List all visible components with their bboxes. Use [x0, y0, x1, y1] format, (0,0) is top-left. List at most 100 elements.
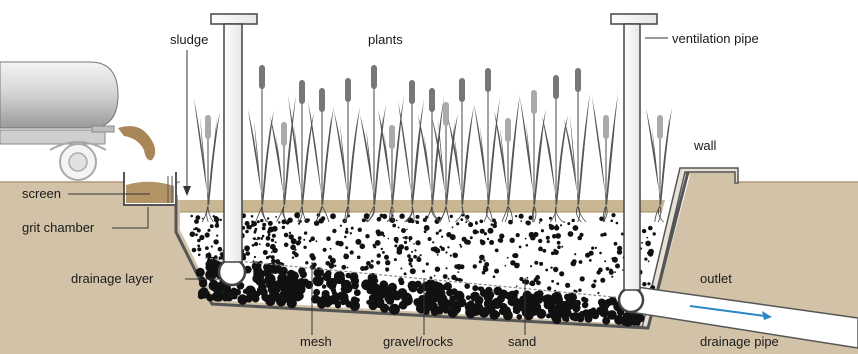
gravel-rock: [624, 313, 635, 324]
sand-grain: [380, 231, 384, 235]
cattail-plant: [564, 68, 590, 222]
gravel-rock: [341, 289, 346, 294]
sand-grain: [527, 277, 529, 279]
sand-grain: [318, 218, 323, 223]
sand-grain: [518, 263, 520, 265]
sand-grain: [407, 254, 411, 258]
drainage-pipe-right-end: [619, 288, 643, 312]
sand-grain: [252, 244, 255, 247]
gravel-rock: [510, 301, 515, 306]
sand-grain: [470, 236, 473, 239]
sand-grain: [404, 272, 407, 275]
gravel-rock: [417, 287, 424, 294]
gravel-rock: [252, 274, 261, 283]
gravel-rock: [399, 280, 405, 286]
sand-grain: [360, 244, 364, 248]
sand-grain: [489, 240, 494, 245]
sand-grain: [453, 253, 458, 258]
gravel-rock: [576, 313, 581, 318]
sand-grain: [606, 267, 610, 271]
sand-grain: [545, 269, 548, 272]
gravel-rock: [336, 276, 341, 281]
sand-grain: [364, 269, 366, 271]
sand-grain: [579, 233, 583, 237]
gravel-rock: [322, 272, 331, 281]
gravel-rock: [351, 277, 359, 285]
sand-grain: [510, 238, 515, 243]
sand-grain: [538, 247, 543, 252]
gravel-rock: [313, 275, 324, 286]
sand-grain: [578, 289, 581, 292]
sand-grain: [414, 249, 416, 251]
sand-grain: [192, 248, 197, 253]
sand-grain: [648, 226, 653, 231]
gravel-rock: [389, 304, 400, 315]
gravel-rock: [245, 297, 250, 302]
label-sludge: sludge: [170, 32, 208, 47]
label-grit-chamber: grit chamber: [22, 220, 95, 235]
sand-grain: [533, 232, 538, 237]
sand-grain: [498, 238, 502, 242]
sand-grain: [648, 260, 650, 262]
sand-grain: [330, 213, 336, 219]
sand-grain: [344, 236, 347, 239]
sand-grain: [338, 241, 344, 247]
gravel-rock: [450, 303, 461, 314]
sand-grain: [432, 241, 434, 243]
sand-grain: [388, 238, 390, 240]
sand-grain: [430, 276, 433, 279]
sand-grain: [460, 218, 463, 221]
gravel-rock: [322, 284, 326, 288]
gravel-rock: [491, 300, 498, 307]
gravel-rock: [316, 297, 322, 303]
sand-grain: [311, 255, 316, 260]
gravel-rock: [552, 315, 561, 324]
sand-grain: [371, 260, 374, 263]
sand-grain: [539, 218, 542, 221]
sand-grain: [424, 225, 430, 231]
gravel-rock: [614, 315, 624, 325]
sand-grain: [563, 221, 565, 223]
sand-grain: [580, 276, 585, 281]
sand-grain: [262, 223, 266, 227]
label-sand: sand: [508, 334, 536, 349]
sand-grain: [394, 237, 399, 242]
sand-grain: [268, 233, 271, 236]
sand-grain: [323, 248, 327, 252]
sand-grain: [574, 253, 576, 255]
sand-grain: [549, 217, 552, 220]
sand-grain: [615, 264, 620, 269]
gravel-rock: [552, 293, 556, 297]
sand-grain: [208, 252, 210, 254]
sand-grain: [516, 233, 520, 237]
sand-grain: [653, 232, 656, 235]
sand-grain: [599, 217, 604, 222]
sand-grain: [553, 250, 558, 255]
label-gravel-rocks: gravel/rocks: [383, 334, 454, 349]
gravel-rock: [232, 294, 238, 300]
sand-grain: [494, 221, 497, 224]
sand-grain: [365, 234, 369, 238]
sand-grain: [211, 245, 213, 247]
sand-grain: [599, 252, 602, 255]
gravel-rock: [573, 296, 577, 300]
gravel-rock: [385, 287, 393, 295]
gravel-rock: [503, 311, 513, 321]
sand-grain: [460, 264, 465, 269]
sand-grain: [369, 264, 374, 269]
gravel-rock: [198, 288, 209, 299]
sand-grain: [468, 222, 473, 227]
gravel-rock: [355, 298, 360, 303]
sand-grain: [262, 235, 265, 238]
gravel-rock: [453, 291, 460, 298]
sand-grain: [441, 247, 445, 251]
sand-grain: [384, 255, 389, 260]
sand-grain: [519, 277, 523, 281]
sand-grain: [495, 249, 499, 253]
sand-grain: [642, 229, 646, 233]
gravel-rock: [602, 310, 607, 315]
gravel-rock: [599, 300, 609, 310]
sand-grain: [572, 219, 575, 222]
gravel-rock: [464, 283, 470, 289]
sand-grain: [611, 257, 614, 260]
